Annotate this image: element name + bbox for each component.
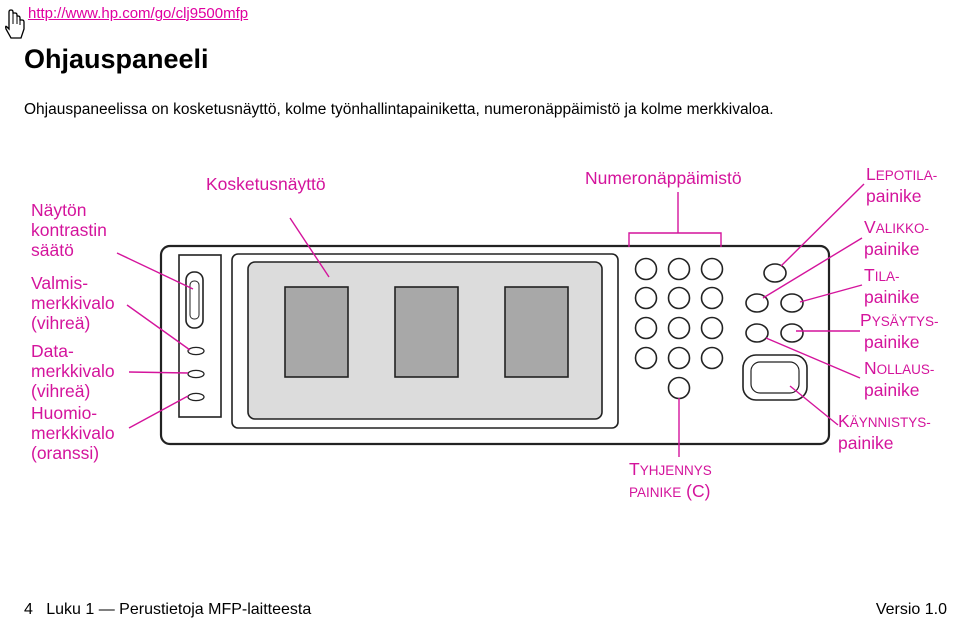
- status-button-label: TILA- painike: [864, 265, 920, 307]
- screen-tile: [394, 286, 459, 378]
- contrast-wheel: [185, 271, 204, 329]
- product-link[interactable]: http://www.hp.com/go/clj9500mfp: [28, 5, 249, 22]
- clear-button-label: TYHJENNYS PAINIKE (C): [629, 459, 712, 501]
- numeric-keypad: [634, 257, 724, 400]
- page-title: Ohjauspaneeli: [24, 44, 209, 74]
- ready-light-label: Valmis- merkkivalo (vihreä): [31, 273, 115, 333]
- screen-tile: [504, 286, 569, 378]
- menu-button[interactable]: [745, 293, 769, 313]
- keypad-key[interactable]: [634, 316, 658, 340]
- contrast-label: Näytön kontrastin säätö: [31, 200, 107, 260]
- keypad-key[interactable]: [634, 257, 658, 281]
- attention-light-label: Huomio- merkkivalo (oranssi): [31, 403, 115, 463]
- keypad-label: Numeronäppäimistö: [585, 168, 742, 188]
- status-button[interactable]: [780, 293, 804, 313]
- menu-button-label: VALIKKO- painike: [864, 217, 929, 259]
- touchscreen-label: Kosketusnäyttö: [206, 174, 326, 194]
- data-light-label: Data- merkkivalo (vihreä): [31, 341, 115, 401]
- stop-button-label: PYSÄYTYS- painike: [860, 310, 939, 352]
- pointing-hand-icon: [5, 9, 25, 39]
- keypad-key[interactable]: [634, 286, 658, 310]
- keypad-key[interactable]: [667, 286, 691, 310]
- keypad-key[interactable]: [667, 257, 691, 281]
- page-number: 4: [24, 601, 33, 618]
- page-description: Ohjauspaneelissa on kosketusnäyttö, kolm…: [24, 101, 774, 118]
- reset-button-label: NOLLAUS- painike: [864, 358, 935, 400]
- control-panel-diagram: [116, 183, 865, 457]
- keypad-key[interactable]: [700, 346, 724, 370]
- keypad-key[interactable]: [667, 346, 691, 370]
- keypad-key[interactable]: [700, 286, 724, 310]
- data-led: [187, 369, 205, 379]
- sleep-button-label: LEPOTILA- painike: [866, 164, 938, 206]
- keypad-key[interactable]: [700, 316, 724, 340]
- url-row: http://www.hp.com/go/clj9500mfp: [4, 2, 248, 42]
- keypad-key[interactable]: [700, 257, 724, 281]
- attention-led: [187, 392, 205, 402]
- keypad-key[interactable]: [634, 346, 658, 370]
- stop-button[interactable]: [745, 323, 769, 343]
- screen-tile: [284, 286, 349, 378]
- start-button-inner: [750, 361, 800, 394]
- sleep-button[interactable]: [763, 263, 787, 283]
- reset-button[interactable]: [780, 323, 804, 343]
- clear-key[interactable]: [667, 376, 691, 400]
- ready-led: [187, 346, 205, 356]
- chapter-title: Luku 1 — Perustietoja MFP-laitteesta: [46, 601, 312, 618]
- start-button-label: KÄYNNISTYS- painike: [838, 411, 931, 453]
- keypad-key[interactable]: [667, 316, 691, 340]
- footer-left: 4 Luku 1 — Perustietoja MFP-laitteesta: [24, 601, 311, 619]
- version-label: Versio 1.0: [875, 601, 947, 618]
